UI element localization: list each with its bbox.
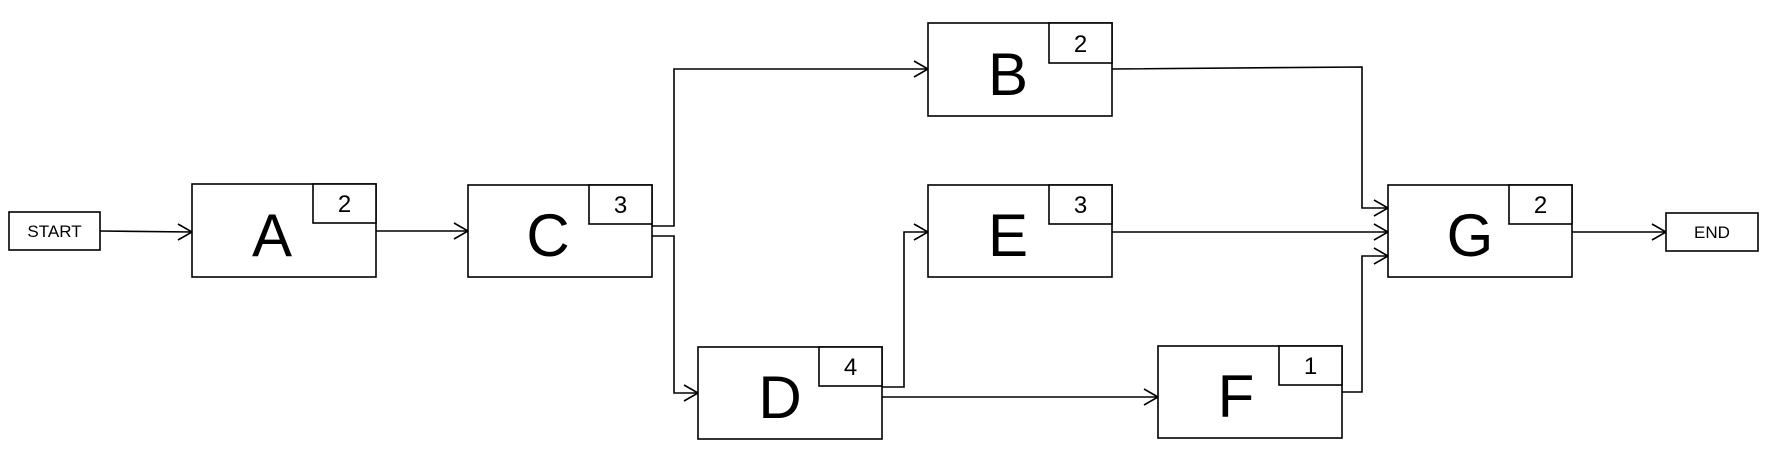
edge-d-f (882, 388, 1160, 406)
task-d-label: D (758, 364, 801, 431)
edge-a-c (376, 222, 470, 240)
task-f-duration: 1 (1304, 353, 1317, 380)
end-node: END (1665, 212, 1759, 252)
task-c: C 3 (467, 184, 653, 278)
task-f: F 1 (1157, 345, 1343, 439)
edge-c-d (652, 235, 700, 402)
edge-f-g (1342, 247, 1390, 393)
task-b-duration: 2 (1074, 31, 1087, 58)
task-g-label: G (1447, 202, 1494, 269)
task-d-duration: 4 (844, 354, 857, 381)
edge-g-end (1572, 223, 1668, 241)
task-d: D 4 (697, 346, 883, 440)
task-a-label: A (252, 202, 292, 269)
task-e-duration: 3 (1074, 192, 1087, 219)
task-e-label: E (988, 202, 1028, 269)
task-c-duration: 3 (614, 192, 627, 219)
start-node: START (8, 211, 101, 251)
edge-c-b (652, 60, 930, 227)
task-g-duration: 2 (1534, 192, 1547, 219)
task-c-label: C (526, 202, 569, 269)
task-b-label: B (988, 41, 1028, 108)
task-a: A 2 (191, 183, 377, 278)
end-label: END (1694, 223, 1730, 242)
edge-e-g (1112, 223, 1390, 241)
task-e: E 3 (927, 184, 1113, 278)
edge-d-e (882, 223, 930, 388)
task-a-duration: 2 (338, 191, 351, 218)
task-f-label: F (1218, 363, 1255, 430)
task-g: G 2 (1387, 184, 1573, 278)
task-b: B 2 (927, 22, 1113, 117)
start-label: START (27, 222, 81, 241)
edge-b-g (1111, 66, 1390, 217)
edge-start-a (99, 223, 194, 241)
